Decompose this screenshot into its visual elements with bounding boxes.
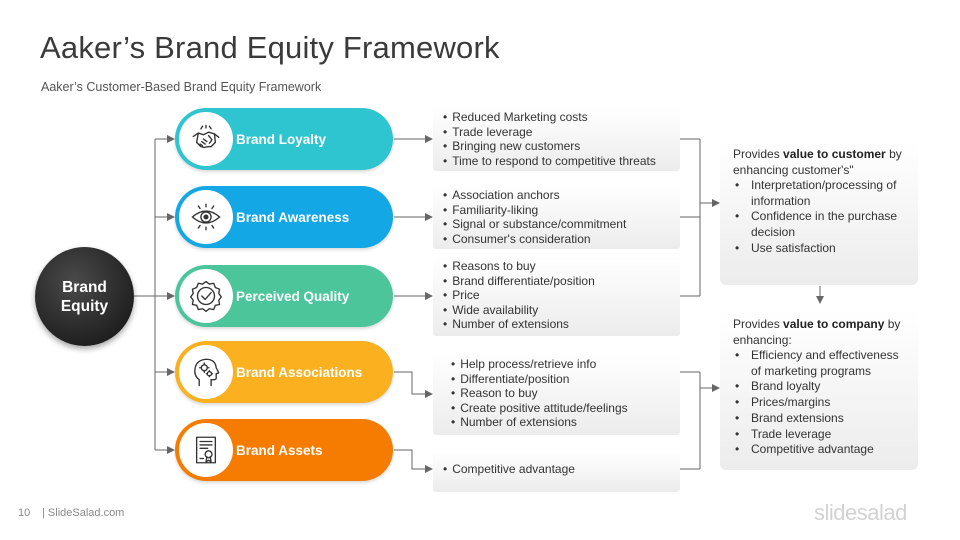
page-number: 10 — [18, 507, 31, 519]
list-item: Signal or substance/commitment — [443, 217, 680, 232]
list-item: Help process/retrieve info — [451, 357, 680, 372]
list-item: Reason to buy — [451, 386, 680, 401]
footer-site: | SlideSalad.com — [42, 507, 125, 519]
brand-logo: slidesalad — [814, 500, 907, 525]
list-item: Confidence in the purchase decision — [733, 209, 908, 240]
list-item: Number of extensions — [451, 415, 680, 430]
list-item: Brand extensions — [733, 411, 908, 427]
company-value-lead: Provides value to company by enhancing: — [733, 317, 901, 347]
list-item: Competitive advantage — [733, 442, 908, 458]
pill-label: Perceived Quality — [236, 288, 350, 304]
bullet-box-associations: Help process/retrieve info Differentiate… — [433, 353, 680, 435]
list-item: Reduced Marketing costs — [443, 110, 680, 125]
pill-brand-associations: Brand Associations — [175, 341, 393, 403]
list-item: Bringing new customers — [443, 139, 680, 154]
list-item: Wide availability — [443, 303, 680, 318]
bullet-box-assets: Competitive advantage — [433, 452, 680, 492]
list-item: Prices/margins — [733, 395, 908, 411]
list-item: Number of extensions — [443, 317, 680, 332]
list-item: Brand differentiate/position — [443, 274, 680, 289]
connector-arrow — [394, 449, 433, 473]
certificate-icon — [179, 423, 233, 477]
company-value-panel: Provides value to company by enhancing: … — [720, 310, 918, 470]
list-item: Create positive attitude/feelings — [451, 401, 680, 416]
pill-label: Brand Assets — [236, 442, 323, 458]
brand-equity-label: Brand Equity — [60, 278, 109, 315]
bullet-box-quality: Reasons to buy Brand differentiate/posit… — [433, 256, 680, 336]
list-item: Reasons to buy — [443, 259, 680, 274]
list-item: Consumer's consideration — [443, 232, 680, 247]
list-item: Competitive advantage — [443, 462, 680, 477]
list-item: Efficiency and effectiveness of marketin… — [733, 348, 908, 379]
list-item: Brand loyalty — [733, 379, 908, 395]
pill-perceived-quality: Perceived Quality — [175, 265, 393, 327]
list-item: Trade leverage — [443, 125, 680, 140]
list-item: Time to respond to competitive threats — [443, 154, 680, 169]
pill-brand-loyalty: Brand Loyalty — [175, 108, 393, 170]
pill-label: Brand Awareness — [236, 209, 350, 225]
handshake-icon — [179, 112, 233, 166]
pill-brand-awareness: Brand Awareness — [175, 186, 393, 248]
list-item: Use satisfaction — [733, 241, 908, 257]
page-title: Aaker’s Brand Equity Framework — [40, 30, 500, 65]
customer-value-panel: Provides value to customer by enhancing … — [720, 140, 918, 285]
brand-equity-circle: Brand Equity — [35, 247, 134, 346]
pill-label: Brand Associations — [236, 364, 363, 380]
list-item: Differentiate/position — [451, 372, 680, 387]
customer-value-lead: Provides value to customer by enhancing … — [733, 147, 902, 177]
list-item: Price — [443, 288, 680, 303]
list-item: Interpretation/processing of information — [733, 178, 908, 209]
pill-brand-assets: Brand Assets — [175, 419, 393, 481]
pill-label: Brand Loyalty — [236, 131, 327, 147]
bullet-box-loyalty: Reduced Marketing costs Trade leverage B… — [433, 108, 680, 171]
head-gears-icon — [179, 345, 233, 399]
bullet-box-awareness: Association anchors Familiarity-liking S… — [433, 186, 680, 249]
list-item: Association anchors — [443, 188, 680, 203]
eye-icon — [179, 190, 233, 244]
connector-arrow — [394, 371, 433, 398]
page-subtitle: Aaker’s Customer-Based Brand Equity Fram… — [41, 80, 322, 94]
list-item: Trade leverage — [733, 427, 908, 443]
list-item: Familiarity-liking — [443, 203, 680, 218]
quality-badge-icon — [179, 269, 233, 323]
